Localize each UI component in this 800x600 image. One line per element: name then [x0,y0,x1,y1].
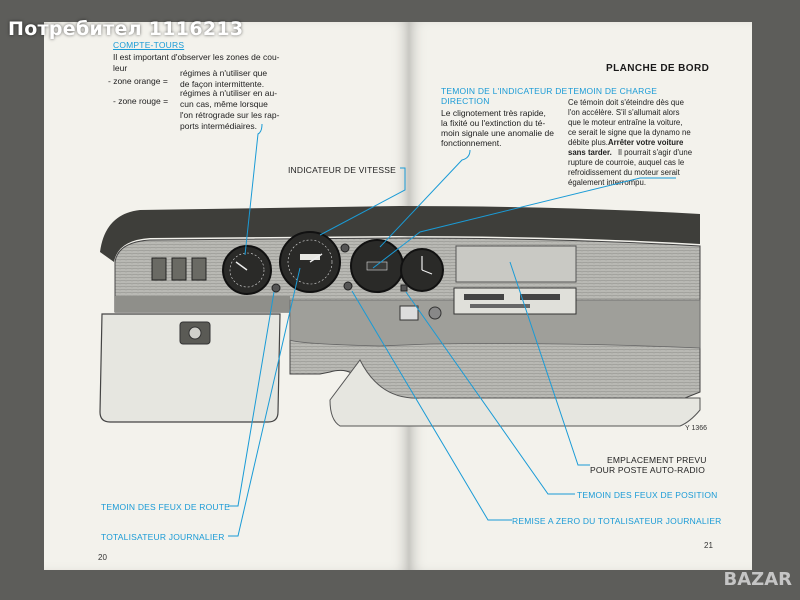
charge-light-text2-1: Il pourrait s'agir d'une [618,148,693,157]
turn-indicator-title-2: DIRECTION [441,96,490,106]
charge-light-text-4: ce serait le signe que la dynamo ne [568,128,691,137]
tachometer-title: COMPTE-TOURS [113,40,185,50]
radio-slot-label-2: POUR POSTE AUTO-RADIO [590,465,706,475]
position-light-label: TEMOIN DES FEUX DE POSITION [577,490,718,500]
turn-indicator-title-1: TEMOIN DE L'INDICATEUR DE [441,86,568,96]
trip-reset-label: REMISE A ZERO DU TOTALISATEUR JOURNALIER [512,516,722,526]
page-number-right: 21 [704,541,713,550]
orange-zone-text-2: de façon intermittente. [180,79,265,89]
turn-indicator-text-4: fonctionnement. [441,138,502,148]
orange-zone-text-1: régimes à n'utiliser que [180,68,268,78]
turn-indicator-text-1: Le clignotement très rapide, [441,108,546,118]
red-zone-text-3: l'on rétrograde sur les rap- [180,110,280,120]
turn-indicator-text-2: la fixité ou l'extinction du té- [441,118,546,128]
charge-light-text2-3: refroidissement du moteur serait [568,168,680,177]
charge-light-bold-1: Arrêter votre voiture [608,138,684,147]
brand-watermark: BAZAR [723,569,793,590]
charge-light-bold-2: sans tarder. [568,148,612,157]
figure-code: Y 1366 [685,425,708,432]
page-heading: PLANCHE DE BORD [606,63,710,74]
charge-light-text2-2: rupture de courroie, auquel cas le [568,158,685,167]
red-zone-label: - zone rouge = [113,96,169,106]
highbeam-light-label: TEMOIN DES FEUX DE ROUTE [101,502,231,512]
charge-light-text2-4: également interrompu. [568,178,647,187]
trip-counter-label: TOTALISATEUR JOURNALIER [101,532,225,542]
speedometer-label: INDICATEUR DE VITESSE [288,165,396,175]
charge-light-text-5: débite plus. [568,138,608,147]
page-number-left: 20 [98,553,107,562]
red-zone-text-1: régimes à n'utiliser en au- [180,88,278,98]
turn-indicator-text-3: moin signale une anomalie de [441,128,554,138]
charge-light-title: TEMOIN DE CHARGE [568,86,658,96]
watermark-username: Потребител 1116213 [8,18,244,40]
charge-light-text-1: Ce témoin doit s'éteindre dès que [568,98,684,107]
intro-line-2: leur [113,63,128,73]
charge-light-text-3: que le moteur entraîne la voiture, [568,118,683,127]
red-zone-text-2: cun cas, même lorsque [180,99,268,109]
orange-zone-label: - zone orange = [108,76,168,86]
intro-line-1: Il est important d'observer les zones de… [113,52,280,62]
radio-slot-label-1: EMPLACEMENT PREVU [607,455,707,465]
charge-light-text-2: l'on accélère. S'il s'allumait alors [568,108,680,117]
red-zone-text-4: ports intermédiaires. [180,121,258,131]
